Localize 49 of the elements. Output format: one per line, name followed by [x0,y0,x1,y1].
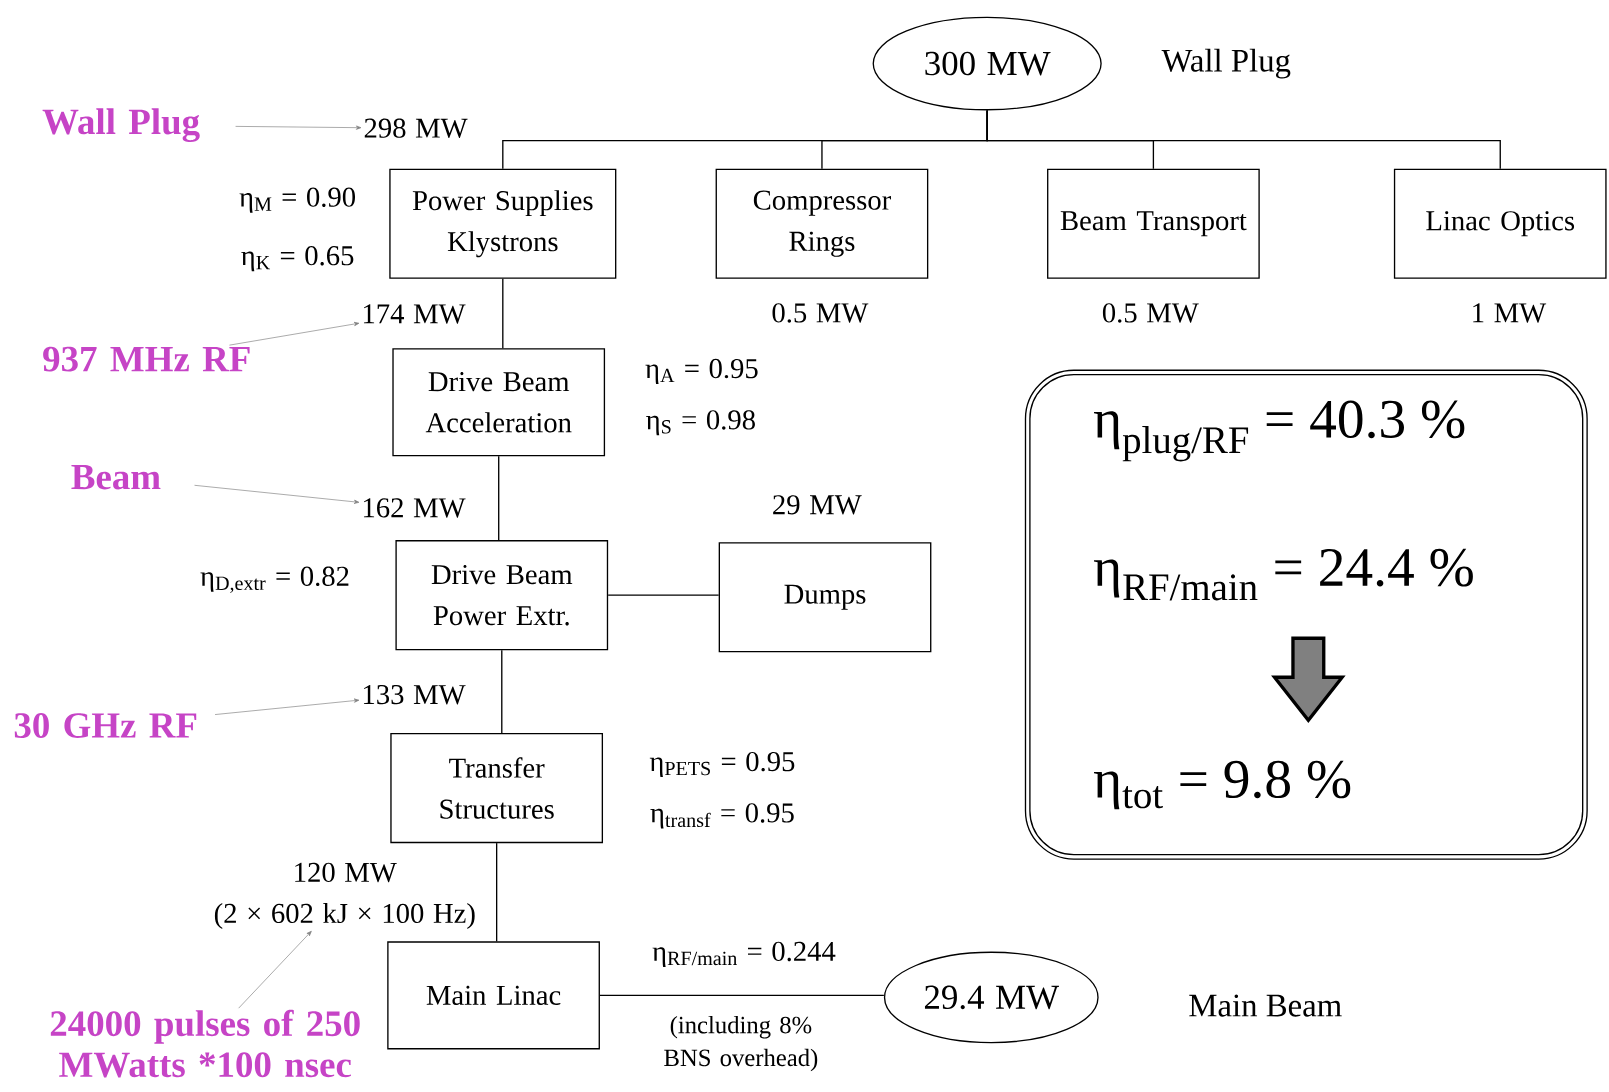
efficiency-formula: η$_{plug/RF}$ = 40.3 % [1094,400,1465,462]
efficiency-label: η$_{transf}$ = 0.95 [650,803,794,829]
efficiency-label: η$_{PETS}$ = 0.95 [649,752,795,778]
annotation-text: 937 MHz RF [43,346,250,372]
process-box: Dumps [718,542,932,653]
efficiency-formula: η$_{RF/main}$ = 24.4 % [1094,548,1473,601]
leader-line [194,485,360,504]
leader-line [235,125,362,130]
process-box: Beam Transport [1047,168,1260,279]
process-box: Main Linac [387,941,600,1050]
process-box: Power Supplies Klystrons [389,168,617,279]
connector-line [986,109,1501,170]
process-box: Drive Beam Power Extr. [395,540,609,651]
power-value: 162 MW [364,498,466,518]
power-value: 133 MW [364,685,466,705]
process-box: Linac Optics [1393,168,1607,279]
efficiency-label: η$_{D,extr}$ = 0.82 [200,566,349,594]
annotation-text: 24000 pulses of 250 MWatts *100 nsec [50,1009,360,1078]
process-box: Compressor Rings [715,168,929,279]
leader-line [238,931,312,1009]
connector-line [607,594,720,596]
efficiency-formula: η$_{tot}$ = 9.8 % [1094,760,1351,810]
leader-line [229,322,360,346]
power-value: 298 MW [364,118,468,139]
power-caption: Main Beam [1189,994,1342,1017]
efficiency-label: η$_{S}$ = 0.98 [646,410,755,436]
process-box: Drive Beam Acceleration [392,348,606,457]
annotation-text: Beam [71,465,161,490]
annotation-text: 30 GHz RF [14,713,197,739]
connector-line [599,994,885,997]
power-caption: 0.5 MW [772,303,869,323]
efficiency-label: η$_{A}$ = 0.95 [645,358,758,385]
efficiency-label: (including 8% BNS overhead) [664,1016,818,1072]
power-value: 174 MW [364,304,466,324]
process-box: Transfer Structures [390,733,604,844]
annotation-text: Wall Plug [42,108,200,143]
efficiency-label: η$_{RF/main}$ = 0.244 [652,941,836,967]
connector-line [496,842,498,943]
power-value: 120 MW (2 × 602 kJ × 100 Hz) [214,862,475,930]
power-caption: 0.5 MW [1102,303,1199,323]
power-caption: Wall Plug [1161,48,1291,79]
connector-line [498,455,500,541]
power-caption: 29 MW [773,495,862,515]
power-caption: 1 MW [1473,303,1547,323]
efficiency-label: η$_{K}$ = 0.65 [241,246,354,272]
connector-line [502,278,504,349]
connector-line [501,649,503,734]
efficiency-label: η$_{M}$ = 0.90 [239,187,355,213]
leader-line [214,698,360,715]
